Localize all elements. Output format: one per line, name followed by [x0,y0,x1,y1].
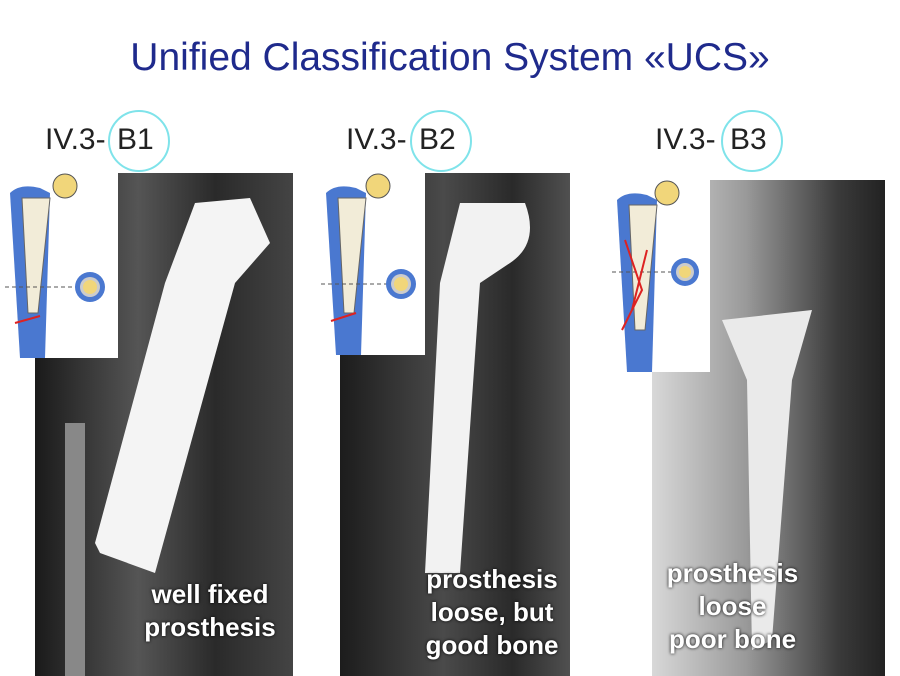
xray-b2 [340,173,570,676]
label-prefix-b2: IV.3- [346,123,407,156]
diagram-b2 [316,173,425,355]
label-code-b2: B2 [419,123,456,156]
caption-b3: prosthesis loose poor bone [655,557,810,656]
caption-line: prosthesis [666,558,799,588]
highlight-circle-b2 [410,110,472,172]
label-code-b3: B3 [730,123,767,156]
caption-b2: prosthesis loose, but good bone [412,563,572,662]
xray-b1 [35,173,293,676]
slide-title: Unified Classification System «UCS» [130,36,770,79]
caption-line: poor bone [668,624,797,654]
femur-stem-diagram-icon [5,173,105,358]
highlight-circle-b1 [108,110,170,172]
caption-line: good bone [425,630,559,660]
caption-line: loose, but [430,597,554,627]
femur-stem-diagram-icon [612,180,699,372]
caption-line: prosthesis [426,564,558,594]
label-prefix-b3: IV.3- [655,123,716,156]
caption-line: prosthesis [144,612,276,642]
caption-b1: well fixed prosthesis [135,578,285,644]
caption-line: loose [698,591,767,621]
label-code-b1: B1 [117,123,154,156]
diagram-b3 [607,180,710,372]
label-prefix-b1: IV.3- [45,123,106,156]
highlight-circle-b3 [721,110,783,172]
diagram-b1 [0,173,118,358]
femur-stem-diagram-icon [321,173,416,355]
caption-line: well fixed [151,579,269,609]
